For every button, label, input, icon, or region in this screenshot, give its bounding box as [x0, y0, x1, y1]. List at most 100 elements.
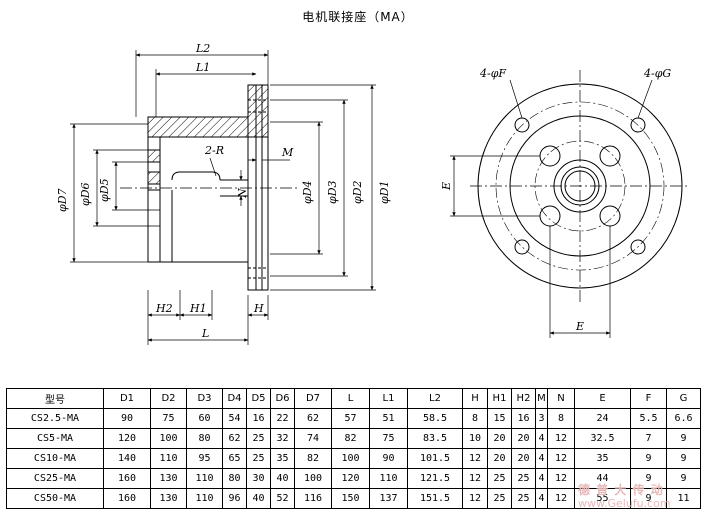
table-cell: 6.6 — [666, 408, 701, 429]
table-cell: 75 — [150, 408, 187, 429]
table-cell: 20 — [487, 428, 512, 449]
column-header-13: H2 — [511, 388, 536, 409]
table-cell: 120 — [103, 428, 151, 449]
table-cell: 9 — [630, 448, 667, 469]
table-cell: 110 — [186, 488, 223, 509]
column-header-0: 型号 — [6, 388, 104, 409]
column-header-12: H1 — [487, 388, 512, 409]
column-header-3: D3 — [186, 388, 223, 409]
table-cell: 35 — [574, 448, 631, 469]
table-cell: 12 — [547, 428, 575, 449]
table-cell: 100 — [294, 468, 332, 489]
label-d3: φD3 — [326, 180, 339, 204]
table-cell: 32.5 — [574, 428, 631, 449]
table-cell: 25 — [511, 488, 536, 509]
label-d6: φD6 — [79, 182, 92, 206]
table-cell: 16 — [246, 408, 271, 429]
table-cell: CS2.5-MA — [6, 408, 104, 429]
column-header-2: D2 — [150, 388, 187, 409]
table-cell: 80 — [222, 468, 247, 489]
table-cell: 110 — [369, 468, 408, 489]
label-h1: H1 — [189, 302, 207, 315]
watermark: 德 普 大 传 动 www.Gelufu.com — [578, 483, 708, 511]
label-4-phi-f: 4-φF — [479, 67, 506, 80]
table-cell: 96 — [222, 488, 247, 509]
table-cell: 62 — [222, 428, 247, 449]
watermark-site: www.Gelufu.com — [578, 497, 671, 510]
table-cell: CS50-MA — [6, 488, 104, 509]
label-4-phi-g: 4-φG — [643, 67, 671, 80]
table-cell: 101.5 — [407, 448, 463, 469]
table-cell: 12 — [462, 488, 488, 509]
column-header-5: D5 — [246, 388, 271, 409]
front-dimensions — [450, 79, 653, 338]
label-d7: φD7 — [56, 188, 69, 212]
column-header-15: N — [547, 388, 575, 409]
section-dimensions — [70, 50, 376, 345]
table-cell: 40 — [270, 468, 295, 489]
table-cell: 62 — [294, 408, 332, 429]
table-cell: 120 — [331, 468, 370, 489]
column-header-4: D4 — [222, 388, 247, 409]
column-header-7: D7 — [294, 388, 332, 409]
table-cell: 100 — [331, 448, 370, 469]
label-e-horizontal: E — [575, 320, 584, 333]
table-cell: 8 — [547, 408, 575, 429]
table-cell: 7 — [630, 428, 667, 449]
table-cell: 150 — [331, 488, 370, 509]
table-cell: 160 — [103, 468, 151, 489]
table-cell: 130 — [150, 468, 187, 489]
watermark-brand: 德 普 大 传 动 — [578, 483, 664, 497]
table-cell: 82 — [294, 448, 332, 469]
table-cell: 95 — [186, 448, 223, 469]
table-cell: CS5-MA — [6, 428, 104, 449]
column-header-1: D1 — [103, 388, 151, 409]
label-l: L — [201, 327, 209, 340]
table-cell: 16 — [511, 408, 536, 429]
table-cell: 65 — [222, 448, 247, 469]
label-h2: H2 — [155, 302, 173, 315]
table-cell: 25 — [487, 468, 512, 489]
table-cell: 24 — [574, 408, 631, 429]
technical-drawing: L2 L1 2-R M N φD7 φD6 φD5 φD4 φD3 φD2 φD… — [56, 42, 690, 345]
column-header-18: G — [666, 388, 701, 409]
label-n: N — [236, 188, 249, 199]
label-l2: L2 — [195, 42, 210, 55]
table-cell: 25 — [511, 468, 536, 489]
table-cell: 15 — [487, 408, 512, 429]
table-cell: 4 — [535, 488, 548, 509]
column-header-16: E — [574, 388, 631, 409]
table-cell: 12 — [547, 448, 575, 469]
front-labels: 4-φF 4-φG E E — [440, 67, 671, 333]
table-cell: 140 — [103, 448, 151, 469]
column-header-10: L2 — [407, 388, 463, 409]
table-cell: 160 — [103, 488, 151, 509]
table-cell: 20 — [511, 448, 536, 469]
table-cell: 40 — [246, 488, 271, 509]
table-cell: 4 — [535, 468, 548, 489]
table-cell: 4 — [535, 428, 548, 449]
column-header-6: D6 — [270, 388, 295, 409]
table-cell: 8 — [462, 408, 488, 429]
table-cell: 25 — [487, 488, 512, 509]
table-cell: 12 — [547, 468, 575, 489]
table-cell: 30 — [246, 468, 271, 489]
table-cell: 12 — [462, 468, 488, 489]
table-cell: 74 — [294, 428, 332, 449]
table-cell: 57 — [331, 408, 370, 429]
table-cell: 137 — [369, 488, 408, 509]
column-header-11: H — [462, 388, 488, 409]
table-cell: 12 — [547, 488, 575, 509]
label-d2: φD2 — [351, 180, 364, 204]
table-cell: 90 — [369, 448, 408, 469]
table-cell: CS10-MA — [6, 448, 104, 469]
table-cell: 12 — [462, 448, 488, 469]
table-cell: 110 — [150, 448, 187, 469]
table-cell: 121.5 — [407, 468, 463, 489]
drawing-title: 电机联接座（MA） — [302, 10, 414, 24]
